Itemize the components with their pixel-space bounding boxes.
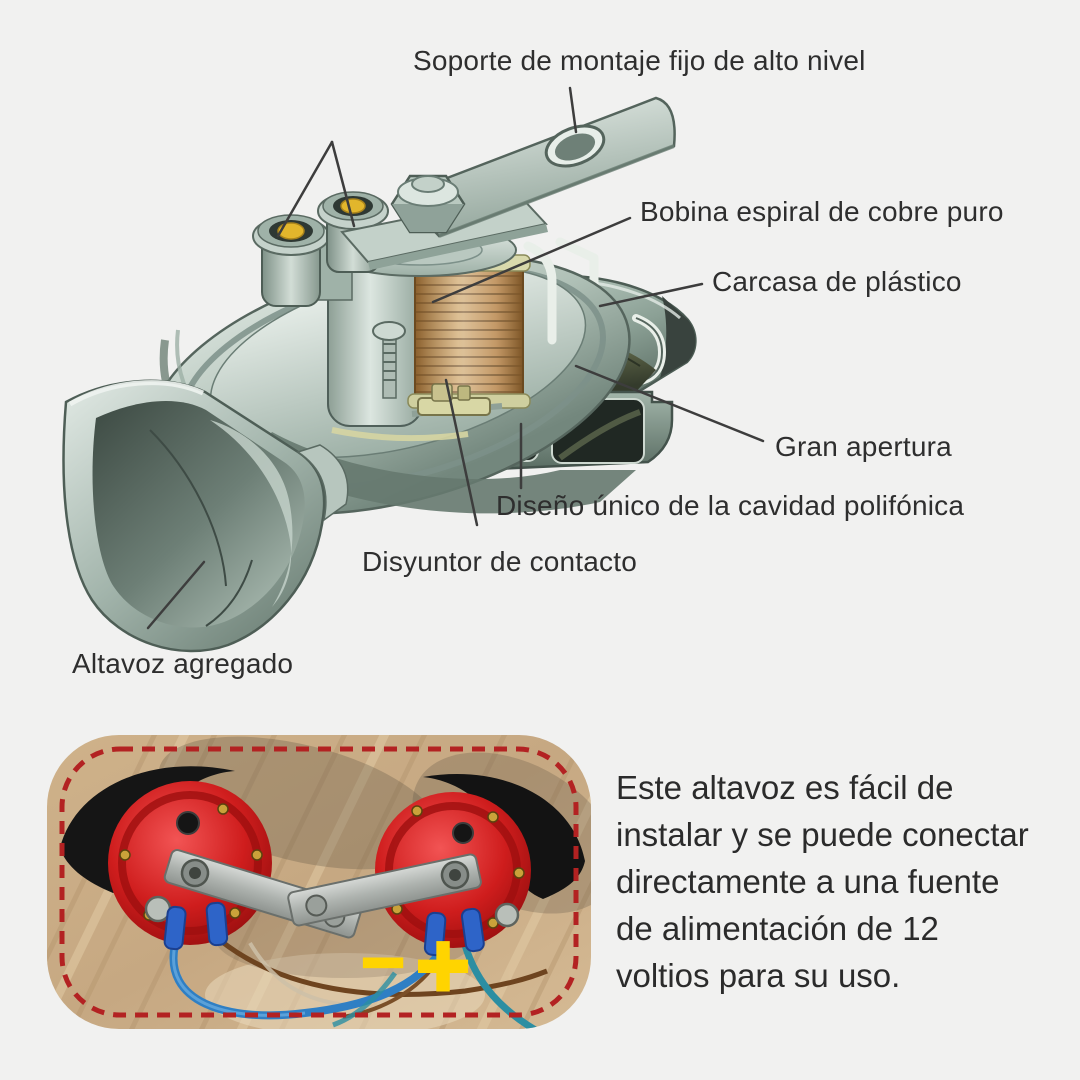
description-line: directamente a una fuente (616, 863, 1000, 900)
label-copper-coil: Bobina espiral de cobre puro (640, 196, 1004, 227)
minus-polarity-icon: − (359, 927, 408, 995)
label-mounting-bracket: Soporte de montaje fijo de alto nivel (413, 45, 866, 76)
label-added-speaker: Altavoz agregado (72, 648, 294, 679)
contact-breaker (411, 383, 503, 417)
adjustment-screw (372, 321, 406, 399)
label-contact-breaker: Disyuntor de contacto (362, 546, 638, 577)
installation-photo: − + (45, 733, 593, 1031)
leader-soporte (568, 86, 578, 134)
horn-right (287, 773, 585, 957)
plus-polarity-icon: + (413, 922, 473, 1006)
leader-terminal-right (330, 140, 356, 228)
horn-cutaway-illustration (62, 86, 765, 653)
terminals (252, 191, 389, 307)
label-large-opening: Gran apertura (775, 431, 952, 462)
leader-lines (146, 86, 765, 630)
description-line: Este altavoz es fácil de (616, 769, 954, 806)
description-line: voltios para su uso. (616, 957, 901, 994)
hex-bolt (390, 174, 466, 234)
bolt (494, 902, 520, 928)
wire-connector (163, 905, 187, 951)
leader-bobina (431, 216, 632, 304)
label-polyphonic-cavity: Diseño único de la cavidad polifónica (496, 490, 965, 521)
description-paragraph: Este altavoz es fácil de instalar y se p… (616, 764, 1076, 999)
wire-connector (423, 911, 447, 957)
dashed-red-border (59, 746, 579, 1018)
description-line: instalar y se puede conectar (616, 816, 1029, 853)
leader-disyuntor (444, 378, 479, 527)
leader-terminal-left (276, 140, 334, 238)
horn-mouth (62, 379, 349, 653)
label-plastic-housing: Carcasa de plástico (712, 266, 962, 297)
leader-gran-apertura (574, 364, 765, 443)
horns-wiring-photo: − + (47, 735, 591, 1029)
description-line: de alimentación de 12 (616, 910, 939, 947)
mounting-bracket (340, 96, 676, 270)
leader-carcasa (598, 282, 704, 308)
mounting-strap (287, 853, 482, 927)
leader-altavoz (146, 560, 206, 630)
